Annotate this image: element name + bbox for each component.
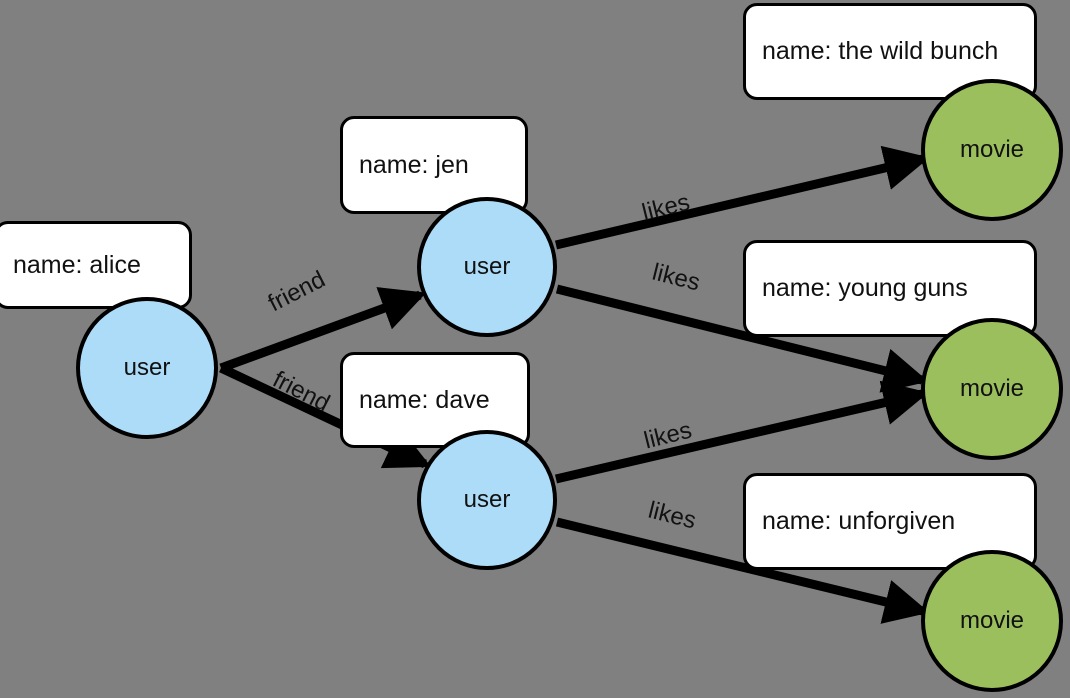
edge-alice-dave[interactable] [219,363,432,469]
node-alice[interactable]: user [76,297,218,439]
property-text-young_guns: name: young guns [762,274,968,302]
node-label-unforgiven: movie [959,607,1025,634]
property-text-wild_bunch: name: the wild bunch [762,37,999,65]
node-jen[interactable]: user [417,197,557,337]
node-unforgiven[interactable]: movie [921,550,1063,692]
property-text-dave: name: dave [359,385,490,414]
node-label-wild_bunch: movie [959,136,1025,163]
property-text-jen: name: jen [359,150,469,179]
property-box-jen[interactable]: name: jen [340,116,528,214]
node-label-jen: user [463,253,511,280]
property-text-alice: name: alice [13,250,141,279]
node-wild_bunch[interactable]: movie [921,79,1063,221]
node-dave[interactable]: user [417,430,557,570]
edge-dave-unforgiven[interactable] [555,517,930,624]
node-young_guns[interactable]: movie [921,318,1063,460]
node-label-young_guns: movie [959,375,1025,402]
edge-jen-wildbunch[interactable] [554,145,930,250]
node-label-dave: user [463,486,511,513]
property-box-alice[interactable]: name: alice [0,221,192,309]
edge-dave-youngguns[interactable] [554,380,929,484]
edge-alice-jen[interactable] [219,287,427,373]
edge-jen-youngguns[interactable] [555,284,929,393]
property-text-unforgiven: name: unforgiven [762,507,956,535]
node-label-alice: user [123,354,171,381]
